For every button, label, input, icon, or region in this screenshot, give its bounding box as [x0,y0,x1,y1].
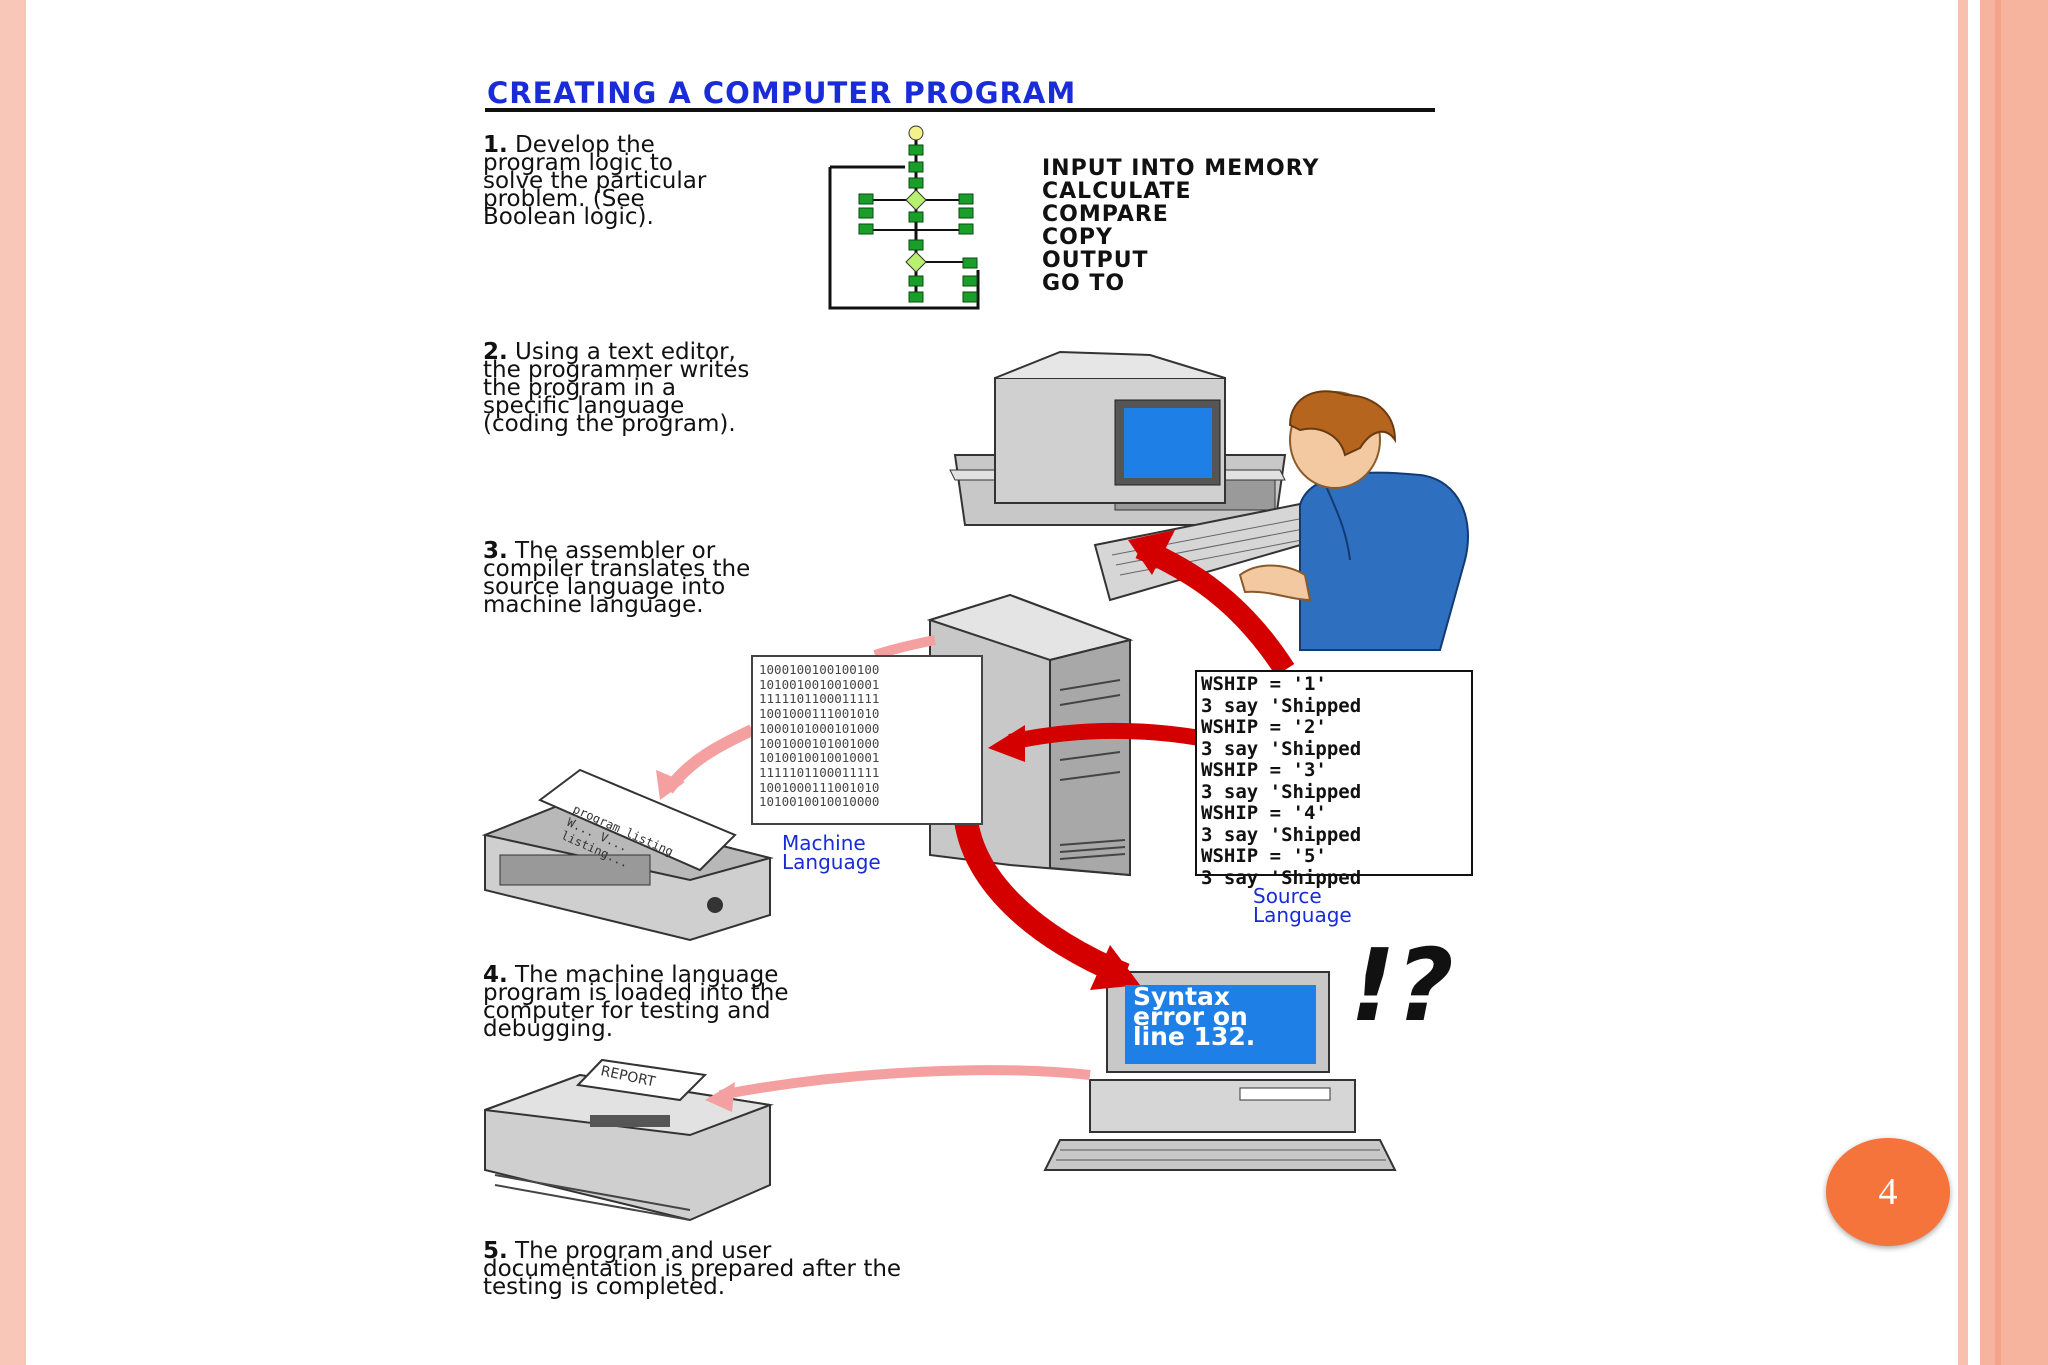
page-number-badge: 4 [1826,1138,1950,1246]
operation-goto: GO TO [1042,271,1126,296]
operation-output: OUTPUT [1042,248,1149,273]
step-1-text: Develop the program logic to solve the p… [483,132,707,230]
source-language-caption: Source Language [1253,884,1352,927]
machine-language-sheet: 1000100100100100 1010010010010001 111110… [751,655,983,825]
step-4-text: The machine language program is loaded i… [483,962,789,1042]
binary-line: 1001000111001010 [759,706,880,722]
binary-line: 1010010010010000 [759,794,880,810]
flow-arrows [656,530,1295,1112]
printer-icon [484,1058,774,1222]
programmer-figure [1238,390,1469,651]
syntax-error-message: Syntax error on line 132. [1125,984,1316,1064]
operation-input: INPUT INTO MEMORY [1042,156,1320,181]
operations-list: INPUT INTO MEMORY CALCULATE COMPARE COPY… [1042,157,1319,295]
exclamation-question-mark: !? [1350,927,1454,1044]
binary-line: 1001000101001000 [759,735,880,751]
step-3-number: 3. [483,538,508,564]
binary-line: 1111101100011111 [759,691,880,707]
step-1: 1. Develop the program logic to solve th… [483,134,1043,229]
slide-right-border-line [1995,0,2001,1365]
slide-title: CREATING A COMPUTER PROGRAM [487,76,1077,110]
desktop-computer-icon [949,350,1337,602]
step-2-number: 2. [483,339,508,365]
slide-right-border-wide [1980,0,2048,1365]
binary-line: 1111101100011111 [759,764,880,780]
slide-left-border [0,0,26,1365]
binary-line: 1001000111001010 [759,779,880,795]
flowchart-diagram [828,125,980,310]
dot-matrix-printer-icon [481,768,774,942]
binary-line: 1010010010010001 [759,676,880,692]
step-3-text: The assembler or compiler translates the… [483,538,751,618]
slide-right-border [1958,0,1968,1365]
binary-line: 1000100100100100 [759,662,880,677]
step-3: 3. The assembler or compiler translates … [483,540,1043,617]
slide-right-border-gap [1968,0,1980,1365]
operation-calculate: CALCULATE [1042,179,1192,204]
step-2: 2. Using a text editor, the programmer w… [483,341,1043,436]
binary-line: 1000101000101000 [759,720,880,736]
title-underline [485,108,1435,112]
step-5-number: 5. [483,1238,508,1264]
step-5: 5. The program and user documentation is… [483,1240,1043,1299]
source-language-sheet: WSHIP = '1' 3 say 'Shipped WSHIP = '2' 3… [1195,670,1473,888]
operation-compare: COMPARE [1042,202,1169,227]
binary-line: 1010010010010001 [759,750,880,766]
machine-language-caption: Machine Language [782,831,881,874]
step-4-number: 4. [483,962,508,988]
step-5-text: The program and user documentation is pr… [483,1238,902,1300]
step-1-number: 1. [483,132,508,158]
operation-copy: COPY [1042,225,1113,250]
step-4: 4. The machine language program is loade… [483,964,1043,1041]
step-2-text: Using a text editor, the programmer writ… [483,339,750,437]
